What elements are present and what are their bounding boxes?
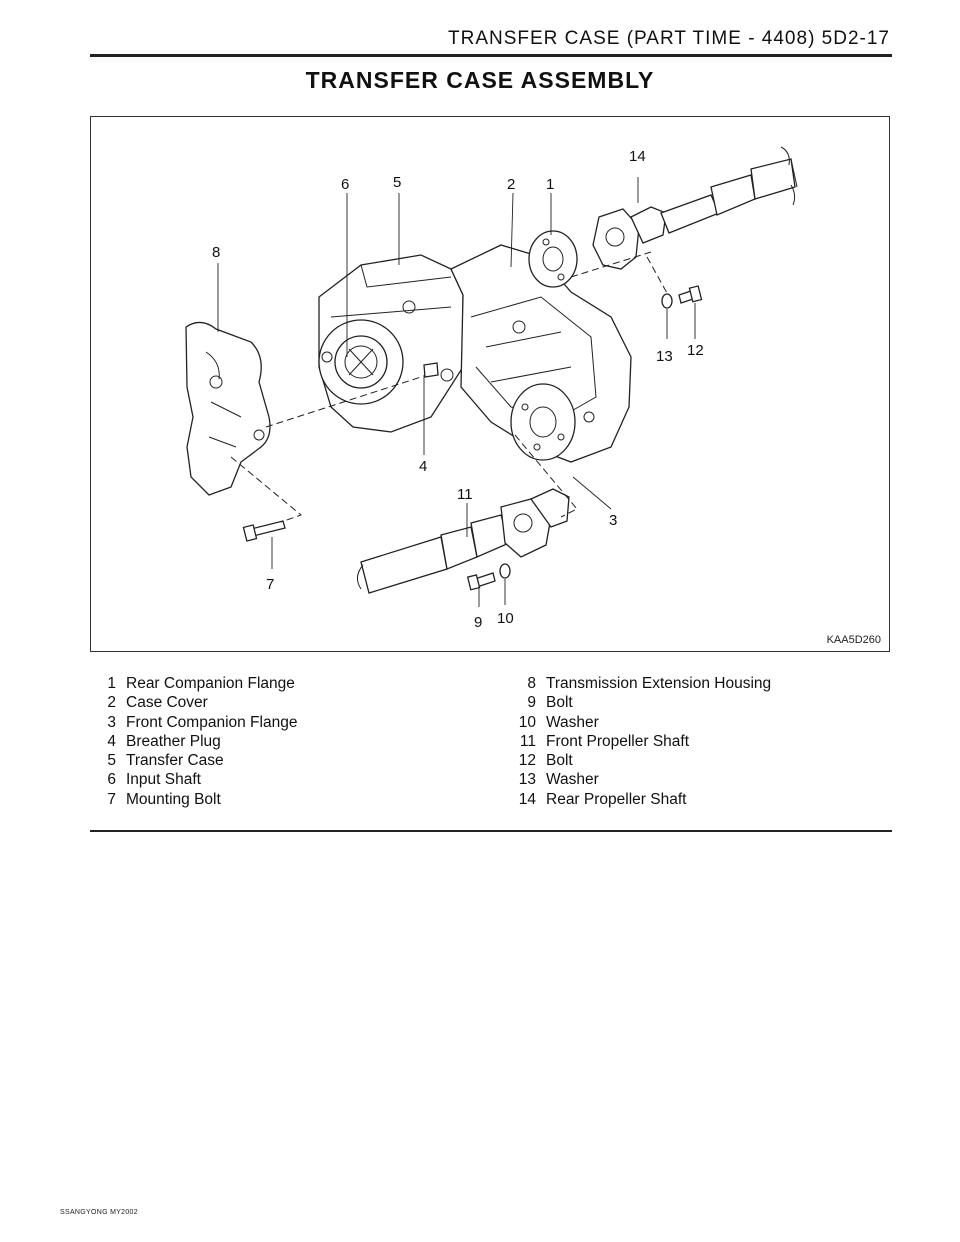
callout-7: 7 (266, 576, 274, 593)
legend-number: 7 (107, 790, 116, 808)
callout-4: 4 (419, 458, 427, 475)
callout-13: 13 (656, 348, 673, 365)
legend-number: 4 (107, 732, 116, 750)
callout-5: 5 (393, 174, 401, 191)
callout-10: 10 (497, 610, 514, 627)
legend-label: Rear Propeller Shaft (546, 790, 687, 808)
legend-label: Bolt (546, 752, 573, 770)
legend-item: 8 Transmission Extension Housing (510, 674, 771, 693)
front-companion-flange (510, 383, 576, 461)
legend-item: 11 Front Propeller Shaft (510, 732, 771, 751)
legend-number: 8 (527, 675, 536, 692)
callout-2: 2 (507, 176, 515, 193)
bolt-9 (466, 572, 496, 591)
legend-item: 6 Input Shaft (90, 770, 297, 789)
legend-label: Mounting Bolt (126, 790, 221, 808)
legend-number: 12 (518, 752, 536, 770)
callout-11: 11 (457, 486, 473, 503)
callout-3: 3 (609, 512, 617, 529)
mounting-bolt (242, 520, 286, 542)
legend-number: 6 (107, 771, 116, 789)
footer-rule (90, 830, 892, 832)
footer-text: SSANGYONG MY2002 (60, 1209, 138, 1216)
transmission-extension-housing (185, 321, 271, 496)
legend-item: 10 Washer (510, 713, 771, 732)
exploded-view-figure: 8 6 5 2 1 14 4 3 11 7 9 10 13 12 KAA5D26… (90, 116, 890, 652)
front-propeller-shaft (357, 488, 570, 594)
washer-13 (661, 293, 673, 309)
callout-14: 14 (629, 148, 646, 165)
legend-item: 5 Transfer Case (90, 751, 297, 770)
callout-6: 6 (341, 176, 349, 193)
legend-item: 2 Case Cover (90, 693, 297, 712)
legend-item: 14 Rear Propeller Shaft (510, 790, 771, 809)
callout-1: 1 (546, 176, 554, 193)
rear-companion-flange (528, 230, 578, 288)
bolt-12 (678, 285, 703, 304)
legend-item: 13 Washer (510, 770, 771, 789)
running-header: TRANSFER CASE (PART TIME - 4408) 5D2-17 (448, 28, 890, 49)
legend-number: 1 (107, 675, 116, 692)
legend-label: Bolt (546, 694, 573, 712)
page-title: TRANSFER CASE ASSEMBLY (305, 67, 655, 93)
header-rule (90, 54, 892, 57)
legend-label: Front Companion Flange (126, 713, 298, 731)
legend-label: Transmission Extension Housing (546, 675, 772, 692)
legend-item: 12 Bolt (510, 751, 771, 770)
legend-number: 5 (107, 752, 116, 770)
rear-propeller-shaft (592, 146, 798, 270)
legend-item: 1 Rear Companion Flange (90, 674, 297, 693)
breather-plug (423, 362, 439, 378)
legend-label: Front Propeller Shaft (546, 732, 690, 750)
washer-10 (499, 563, 511, 579)
transfer-case-drawing: 8 6 5 2 1 14 4 3 11 7 9 10 13 12 (185, 146, 798, 631)
legend-label: Breather Plug (126, 732, 221, 750)
legend-number: 9 (527, 694, 536, 712)
legend-item: 9 Bolt (510, 693, 771, 712)
legend-number: 13 (518, 771, 536, 789)
legend-item: 4 Breather Plug (90, 732, 297, 751)
legend-label: Rear Companion Flange (126, 675, 295, 692)
legend-item: 3 Front Companion Flange (90, 713, 297, 732)
legend-number: 11 (519, 732, 536, 750)
legend-label: Washer (546, 713, 599, 731)
callout-8: 8 (212, 244, 220, 261)
legend-number: 14 (518, 790, 536, 808)
figure-code: KAA5D260 (826, 634, 881, 646)
legend-item: 7 Mounting Bolt (90, 790, 297, 809)
legend-number: 2 (107, 694, 116, 712)
callout-12: 12 (687, 342, 704, 359)
legend-label: Washer (546, 771, 599, 789)
callout-9: 9 (474, 614, 482, 631)
legend-label: Input Shaft (126, 771, 201, 789)
legend-label: Transfer Case (126, 752, 224, 770)
legend-number: 10 (518, 713, 536, 731)
legend-label: Case Cover (126, 694, 208, 712)
legend-number: 3 (107, 713, 116, 731)
legend-column-left: 1 Rear Companion Flange 2 Case Cover 3 Fron… (90, 674, 297, 809)
